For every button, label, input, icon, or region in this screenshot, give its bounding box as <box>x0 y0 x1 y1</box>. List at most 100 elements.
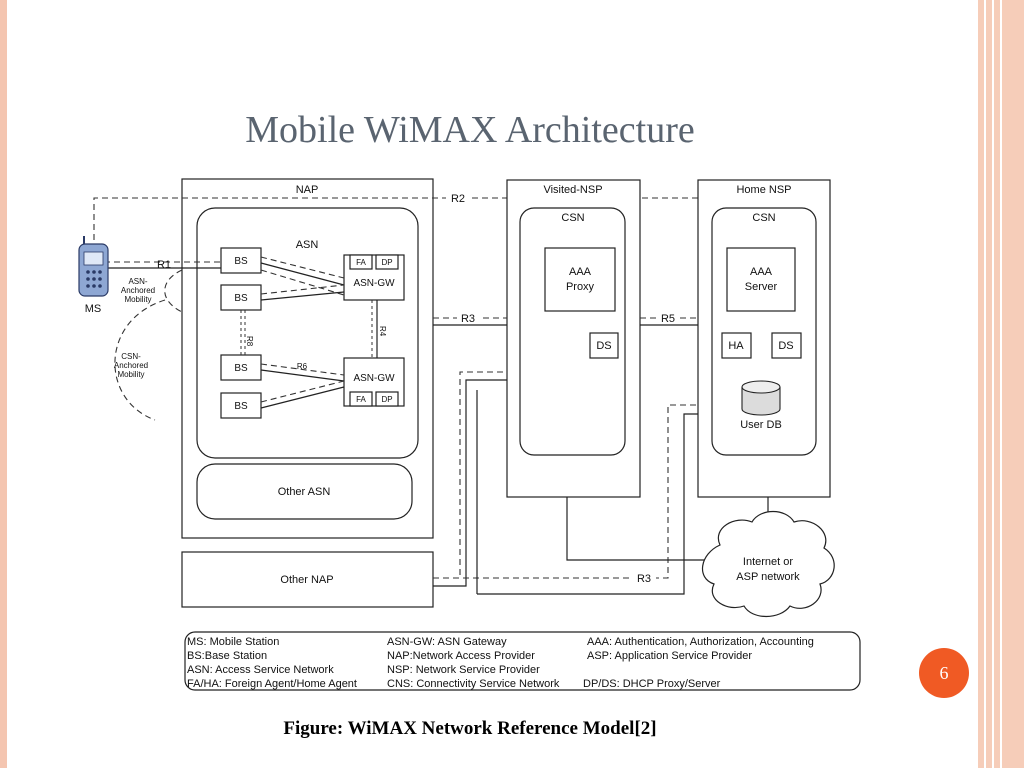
ha-box <box>721 332 752 359</box>
legend-dp-ds: DP/DS: DHCP Proxy/Server <box>583 678 721 690</box>
ds-label: DS <box>778 340 793 352</box>
asn-box <box>196 207 419 459</box>
r2-link <box>93 197 775 248</box>
right-frame-border <box>978 0 1024 768</box>
other-nap-box <box>181 551 434 608</box>
ms-label: MS <box>85 303 102 315</box>
other-asn-box <box>196 463 413 520</box>
bs-box <box>220 284 262 311</box>
aaa-proxy-box <box>544 247 616 312</box>
fa-box <box>349 254 373 270</box>
visited-nsp-label: Visited-NSP <box>543 184 602 196</box>
nap-label: NAP <box>296 184 319 196</box>
asn-anchored-label-2: Anchored <box>121 286 155 295</box>
r2-label: R2 <box>451 193 465 205</box>
fa-label: FA <box>356 395 366 404</box>
legend-aaa: AAA: Authentication, Authorization, Acco… <box>587 636 814 648</box>
home-nsp-box <box>697 179 831 498</box>
bs-box <box>220 247 262 274</box>
bs-gw-link <box>260 380 345 403</box>
internet-cloud <box>701 510 835 618</box>
other-nap-visited-link <box>433 371 507 579</box>
r4-label: R4 <box>378 326 387 337</box>
bs-gw-link <box>260 262 345 286</box>
asn-anchored-label-3: Mobility <box>124 295 151 304</box>
fa-label: FA <box>356 258 366 267</box>
ds-box <box>771 332 802 359</box>
aaa-label: AAA <box>569 266 592 278</box>
r3-label: R3 <box>461 313 475 325</box>
bs-gw-link <box>260 386 345 409</box>
bs-gw-link <box>260 291 345 301</box>
bs-box <box>220 354 262 381</box>
database-icon <box>741 380 781 416</box>
visited-internet-link <box>566 497 712 561</box>
csn-anchored-label-3: Mobility <box>117 370 144 379</box>
fa-box <box>349 391 373 407</box>
legend-bs: BS:Base Station <box>187 650 267 662</box>
r6-label: R6 <box>297 362 308 371</box>
asp-network-label: ASP network <box>736 571 800 583</box>
other-asn-label: Other ASN <box>278 486 331 498</box>
other-nap-home-link <box>477 413 698 595</box>
asn-anchored-label-1: ASN- <box>128 277 147 286</box>
bs-gw-link <box>260 269 345 296</box>
bs-gw-link <box>260 369 345 382</box>
dp-box <box>375 391 399 407</box>
bs-label: BS <box>234 363 248 374</box>
other-nap-visited-link <box>433 379 507 587</box>
server-label: Server <box>745 281 778 293</box>
csn-anchored-arc <box>114 299 166 421</box>
bs-label: BS <box>234 401 248 412</box>
r3-label-bg <box>457 312 479 324</box>
legend-cns: CNS: Connectivity Service Network <box>387 678 560 690</box>
legend-asn: ASN: Access Service Network <box>187 664 334 676</box>
ha-label: HA <box>728 340 744 352</box>
dp-box <box>375 254 399 270</box>
legend-fa-ha: FA/HA: Foreign Agent/Home Agent <box>187 678 357 690</box>
bs-label: BS <box>234 293 248 304</box>
csn-anchored-label-1: CSN- <box>121 352 141 361</box>
asn-gw-label: ASN-GW <box>353 373 395 384</box>
r3-label: R3 <box>637 573 651 585</box>
proxy-label: Proxy <box>566 281 595 293</box>
aaa-server-box <box>726 247 796 312</box>
legend-asn-gw: ASN-GW: ASN Gateway <box>387 636 507 648</box>
bs-box <box>220 392 262 419</box>
internet-label: Internet or <box>743 556 793 568</box>
legend-nap: NAP:Network Access Provider <box>387 650 535 662</box>
csn-anchored-label-2: Anchored <box>114 361 148 370</box>
other-nap-home-link <box>433 404 698 579</box>
legend-box <box>184 631 861 691</box>
visited-nsp-box <box>506 179 641 498</box>
user-db-label: User DB <box>740 419 782 431</box>
home-nsp-label: Home NSP <box>736 184 791 196</box>
bs-gw-link <box>260 256 345 279</box>
legend-asp: ASP: Application Service Provider <box>587 650 752 662</box>
visited-csn-box <box>519 207 626 456</box>
r8-label: R8 <box>245 336 254 347</box>
ds-box <box>589 332 619 359</box>
r2-label-bg <box>446 191 470 204</box>
left-frame-border <box>0 0 7 768</box>
visited-csn-label: CSN <box>561 212 584 224</box>
r1-label: R1 <box>157 259 171 271</box>
bs-gw-link <box>260 363 345 376</box>
bs-gw-link <box>260 284 345 295</box>
asn-anchored-arc <box>164 269 183 313</box>
r5-label-bg <box>657 312 679 324</box>
dp-label: DP <box>381 258 392 267</box>
asn-label: ASN <box>296 239 319 251</box>
aaa-label: AAA <box>750 266 773 278</box>
dp-label: DP <box>381 395 392 404</box>
other-nap-label: Other NAP <box>280 574 333 586</box>
slide-title: Mobile WiMAX Architecture <box>245 109 695 151</box>
legend-nsp: NSP: Network Service Provider <box>387 664 540 676</box>
r3-label-bg <box>632 572 656 584</box>
legend-ms: MS: Mobile Station <box>187 636 279 648</box>
ds-label: DS <box>596 340 611 352</box>
frame-stripe <box>992 0 994 768</box>
bs-label: BS <box>234 256 248 267</box>
frame-stripe <box>984 0 986 768</box>
